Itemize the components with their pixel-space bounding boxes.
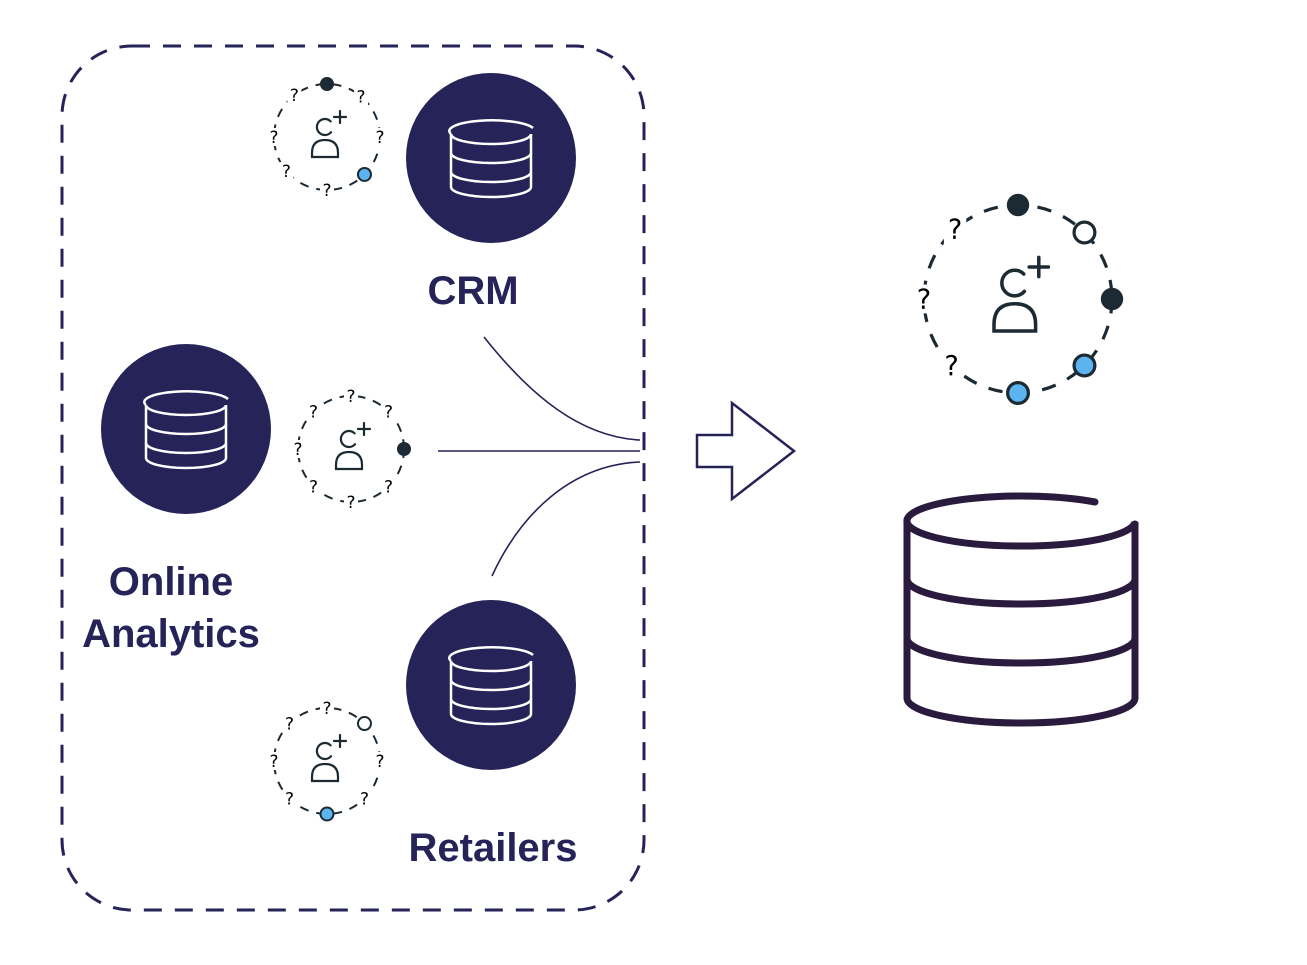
online-analytics-label-line-1: Online: [108, 560, 234, 604]
sources-boundary: [60, 44, 646, 912]
crm-profile-ring: ??????: [267, 77, 387, 201]
unknown-mark-bg: [354, 87, 369, 106]
unknown-attribute-mark: ?: [384, 477, 393, 497]
crm-label: CRM: [427, 269, 519, 313]
flow-lines: [438, 336, 641, 577]
unknown-attribute-mark: ?: [360, 789, 369, 809]
unknown-attribute-mark: ?: [375, 128, 384, 148]
retailers-label: Retailers: [408, 826, 578, 870]
unified-database-icon: [903, 492, 1139, 727]
unknown-mark-bg: [381, 477, 396, 496]
unknown-attribute-mark: ?: [948, 215, 962, 246]
unknown-mark-bg: [373, 128, 387, 146]
attribute-dot: [397, 442, 411, 456]
attribute-dot: [1072, 220, 1097, 245]
unknown-mark-bg: [320, 699, 334, 717]
unknown-mark-bg: [267, 752, 281, 770]
attribute-dot: [1100, 287, 1124, 311]
unknown-attribute-mark: ?: [290, 86, 299, 106]
unknown-mark-bg: [912, 284, 936, 314]
unknown-mark-bg: [282, 714, 297, 733]
user-add-icon: [310, 733, 348, 783]
retailers-database-node: [406, 600, 576, 770]
unknown-attribute-mark: ?: [357, 87, 366, 107]
unknown-attribute-mark: ?: [384, 403, 393, 423]
attribute-dot: [356, 166, 372, 182]
unknown-attribute-mark: ?: [285, 715, 294, 735]
online-analytics-label: Online Analytics: [60, 556, 282, 660]
unknown-attribute-mark: ?: [309, 477, 318, 497]
attribute-dot: [1072, 353, 1097, 378]
unknown-attribute-mark: ?: [309, 403, 318, 423]
user-add-icon: [992, 255, 1051, 333]
unknown-mark-bg: [344, 493, 358, 511]
unknown-attribute-mark: ?: [346, 493, 355, 513]
flow-line-crm: [483, 336, 641, 441]
unknown-mark-bg: [306, 402, 321, 421]
unknown-attribute-mark: ?: [375, 752, 384, 772]
unknown-attribute-mark: ?: [322, 699, 331, 719]
unknown-mark-bg: [279, 162, 294, 181]
unknown-attribute-mark: ?: [269, 128, 278, 148]
unknown-mark-bg: [940, 351, 963, 380]
unknown-mark-bg: [282, 789, 297, 808]
unknown-attribute-mark: ?: [917, 285, 931, 316]
user-add-icon: [310, 109, 348, 159]
retailers-profile-ring: ??????: [267, 699, 387, 822]
attribute-dot: [356, 716, 372, 732]
unknown-attribute-mark: ?: [322, 181, 331, 201]
attribute-dot: [320, 77, 334, 91]
unknown-mark-bg: [373, 752, 387, 770]
online-analytics-profile-ring: ???????: [291, 387, 411, 513]
online-analytics-database-node: [101, 344, 271, 514]
attribute-dot: [319, 806, 335, 822]
arrow-right-icon: [695, 400, 797, 502]
unknown-mark-bg: [320, 181, 334, 199]
unknown-attribute-mark: ?: [346, 387, 355, 407]
database-icon: [448, 119, 534, 199]
flow-line-retailers: [491, 461, 641, 577]
unknown-mark-bg: [306, 477, 321, 496]
online-analytics-label-line-2: Analytics: [82, 612, 260, 656]
unknown-attribute-mark: ?: [269, 752, 278, 772]
unknown-mark-bg: [943, 214, 967, 244]
unknown-mark-bg: [267, 128, 281, 146]
attribute-dot: [1006, 193, 1030, 217]
attribute-dot: [1005, 381, 1030, 406]
database-icon: [143, 390, 229, 470]
unified-profile-ring: ???: [912, 193, 1124, 406]
user-add-icon: [334, 421, 372, 471]
unknown-attribute-mark: ?: [293, 440, 302, 460]
unknown-attribute-mark: ?: [282, 162, 291, 182]
crm-database-node: [406, 73, 576, 243]
unknown-mark-bg: [357, 789, 372, 808]
unknown-attribute-mark: ?: [285, 789, 294, 809]
unknown-attribute-mark: ?: [944, 351, 958, 382]
unknown-mark-bg: [344, 387, 358, 405]
unknown-mark-bg: [287, 86, 302, 105]
database-icon: [448, 646, 534, 726]
unknown-mark-bg: [381, 402, 396, 421]
unknown-mark-bg: [291, 440, 305, 458]
